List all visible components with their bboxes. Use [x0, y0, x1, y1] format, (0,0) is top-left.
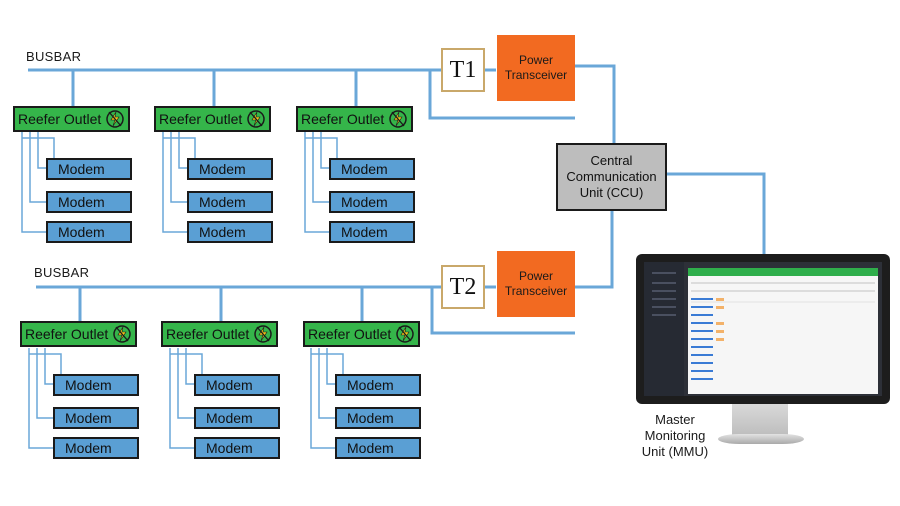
mmu-line3: Unit (MMU): [641, 444, 709, 459]
modem: Modem: [46, 221, 132, 243]
modem: Modem: [53, 437, 139, 459]
reefer-outlet: Reefer Outlet: [296, 106, 413, 132]
reefer-outlet-label: Reefer Outlet: [25, 326, 109, 342]
modem: Modem: [46, 158, 132, 180]
lightning-icon: [113, 325, 131, 343]
mmu-line1: Master: [655, 412, 695, 427]
transceiver-line2: Transceiver: [504, 68, 568, 82]
ccu-line1: Central: [590, 153, 633, 168]
busbar-label-bottom: BUSBAR: [34, 265, 90, 280]
modem: Modem: [187, 191, 273, 213]
monitor-base: [718, 434, 804, 444]
reefer-outlet-label: Reefer Outlet: [308, 326, 392, 342]
modem: Modem: [187, 221, 273, 243]
mmu-label: Master Monitoring Unit (MMU): [600, 412, 750, 460]
ccu-line3: Unit (CCU): [579, 185, 644, 200]
transformer-t2: T2: [441, 265, 485, 309]
modem: Modem: [53, 374, 139, 396]
lightning-icon: [396, 325, 414, 343]
modem: Modem: [53, 407, 139, 429]
reefer-outlet: Reefer Outlet: [303, 321, 420, 347]
reefer-outlet-label: Reefer Outlet: [301, 111, 385, 127]
lightning-icon: [254, 325, 272, 343]
monitor: [636, 254, 890, 404]
modem: Modem: [335, 374, 421, 396]
transceiver-line1: Power: [518, 269, 553, 283]
modem: Modem: [194, 437, 280, 459]
ccu-line2: Communication: [566, 169, 657, 184]
modem: Modem: [335, 407, 421, 429]
modem: Modem: [194, 407, 280, 429]
transformer-t1: T1: [441, 48, 485, 92]
modem: Modem: [329, 221, 415, 243]
transceiver-line1: Power: [518, 53, 553, 67]
modem: Modem: [187, 158, 273, 180]
transceiver-line2: Transceiver: [504, 284, 568, 298]
power-transceiver-bottom: Power Transceiver: [497, 251, 575, 317]
power-transceiver-top: Power Transceiver: [497, 35, 575, 101]
reefer-outlet-label: Reefer Outlet: [166, 326, 250, 342]
modem: Modem: [46, 191, 132, 213]
reefer-outlet: Reefer Outlet: [154, 106, 271, 132]
modem: Modem: [329, 191, 415, 213]
reefer-outlet-label: Reefer Outlet: [159, 111, 243, 127]
lightning-icon: [106, 110, 124, 128]
reefer-outlet: Reefer Outlet: [161, 321, 278, 347]
modem: Modem: [194, 374, 280, 396]
dashboard-table: [688, 268, 878, 394]
monitor-stand: [732, 404, 788, 436]
modem: Modem: [335, 437, 421, 459]
central-communication-unit: Central Communication Unit (CCU): [556, 143, 667, 211]
lightning-icon: [389, 110, 407, 128]
reefer-outlet: Reefer Outlet: [13, 106, 130, 132]
lightning-icon: [247, 110, 265, 128]
monitor-screen: [644, 262, 882, 396]
reefer-outlet-label: Reefer Outlet: [18, 111, 102, 127]
mmu-line2: Monitoring: [644, 428, 706, 443]
reefer-outlet: Reefer Outlet: [20, 321, 137, 347]
modem: Modem: [329, 158, 415, 180]
dashboard-sidebar: [644, 262, 684, 396]
busbar-label-top: BUSBAR: [26, 49, 82, 64]
